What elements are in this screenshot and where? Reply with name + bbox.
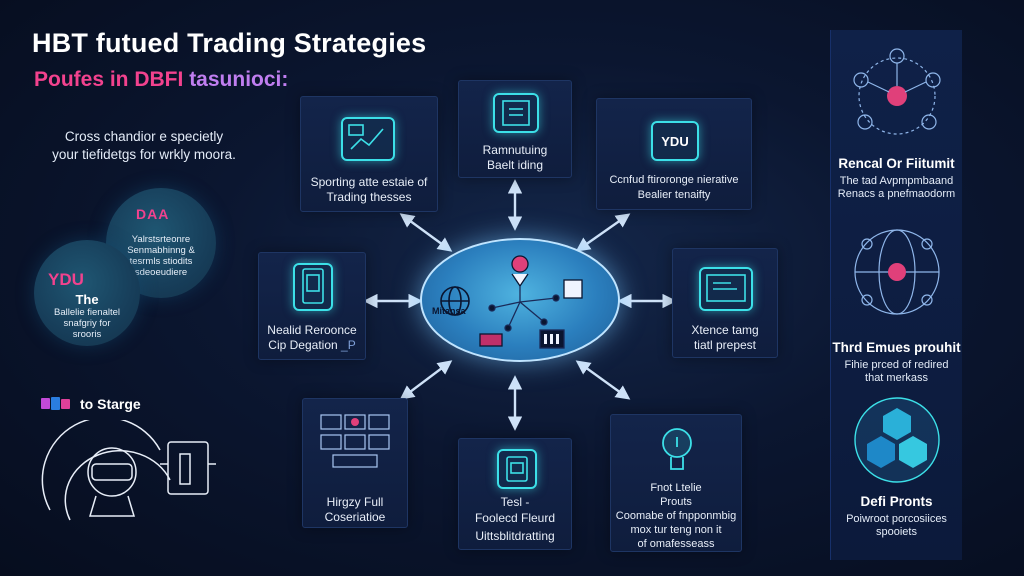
page-subtitle: Poufes in DBFI tasunioci: xyxy=(34,68,288,92)
card-mid-right-line-2: tiatl prepest xyxy=(693,338,757,352)
card-bottom-right-line-4: mox tur teng non it xyxy=(630,524,722,536)
right-section-1-title: Rencal Or Fiitumit xyxy=(838,156,955,171)
card-top-left: Sporting atte estaie of Trading thesses xyxy=(300,96,438,212)
bubble-top-text-2: Senmabhinng & xyxy=(127,245,195,256)
card-mid-left-line-2: Cip Degation _P xyxy=(263,338,361,353)
card-bottom-center-line-1: Tesl - xyxy=(500,495,530,509)
card-top-right: YDU Ccnfud ftiroronge nierative Bealier … xyxy=(596,98,752,210)
book-icon xyxy=(493,93,539,133)
right-section-3-title: Defi Pronts xyxy=(860,494,933,509)
hub-network-icon xyxy=(472,250,592,355)
card-top-right-line-2: Bealier tenaifty xyxy=(637,189,711,201)
right-section-2-title: Thrd Emues prouhit xyxy=(832,340,961,355)
gamer-chair-icon xyxy=(40,416,230,530)
network-ring-icon xyxy=(837,40,957,152)
storage-label: to Starge xyxy=(80,396,141,412)
subtitle-part-b: tasunioci: xyxy=(189,68,289,91)
intro-text: Cross chandior e specietly your tiefidet… xyxy=(34,128,254,164)
card-bottom-right-line-2: Prouts xyxy=(660,496,692,508)
right-section-3-line-1: Poiwroot porcosiices xyxy=(846,513,947,525)
card-mid-left-line-2-text: Cip Degation xyxy=(268,338,338,352)
card-bottom-center-line-2: Foolecd Fleurd xyxy=(474,511,556,525)
card-bottom-left: Hirgzy Full Coseriatioe xyxy=(302,398,408,528)
right-section-3-line-2: spooiets xyxy=(876,526,917,538)
bubble-top: DAA Yalrstsrteonre Senmabhinng & tesrmls… xyxy=(106,188,216,298)
right-section-1-line-1: The tad Avpmpmbaand xyxy=(839,175,954,187)
bubble-bottom-text-2: snafgriy for xyxy=(63,318,111,329)
bubble-top-badge: DAA xyxy=(136,206,170,222)
bubble-bottom-badge: YDU xyxy=(48,270,84,289)
bubble-top-text-3: tesrmls stiodits xyxy=(129,256,193,267)
bubble-top-text-4: sdeoeudiere xyxy=(134,267,188,278)
card-top-right-line-1: Ccnfud ftiroronge nierative xyxy=(609,174,739,186)
card-bottom-center-line-3: Uittsblitdratting xyxy=(475,529,555,543)
card-top-center: Ramnutuing Baelt iding xyxy=(458,80,572,178)
card-bottom-left-line-1: Hirgzy Full xyxy=(326,495,384,509)
card-bottom-right-line-3: Coomabe of fnpponmbig xyxy=(615,510,737,522)
card-bottom-right-line-1: Fnot Ltelie xyxy=(650,482,702,494)
hub-globe-icon xyxy=(438,284,472,318)
right-section-2-line-1: Fihie prced of redired xyxy=(844,359,949,371)
hub-label: Mitansa xyxy=(432,306,466,316)
right-panel: Rencal Or Fiitumit The tad Avpmpmbaand R… xyxy=(830,30,962,560)
tablet-icon xyxy=(497,449,537,489)
bubble-bottom-title: The xyxy=(75,292,99,307)
page-title: HBT futued Trading Strategies xyxy=(32,28,427,58)
card-bottom-center: Tesl - Foolecd Fleurd Uittsblitdratting xyxy=(458,438,572,550)
card-mid-right-line-1: Xtence tamg xyxy=(691,323,759,337)
chart-icon xyxy=(341,117,395,161)
intro-line-2: your tiefidetgs for wrkly moora. xyxy=(52,147,236,162)
globe-network-icon xyxy=(837,214,957,330)
card-top-left-line-1: Sporting atte estaie of xyxy=(310,175,428,189)
central-hub: Mitansa xyxy=(420,238,620,362)
card-top-center-line-1: Ramnutuing xyxy=(482,143,548,157)
card-mid-right: Xtence tamg tiatl prepest xyxy=(672,248,778,358)
subtitle-part-a: Poufes in DBFI xyxy=(34,68,184,91)
bubble-bottom: YDU The Ballelie fienaltel snafgriy for … xyxy=(34,240,140,346)
card-mid-left-suffix: _P xyxy=(341,338,356,352)
bubble-bottom-text-1: Ballelie fienaltel xyxy=(53,307,120,318)
bubble-bottom-text-3: srooris xyxy=(72,329,102,340)
card-bottom-right: Fnot Ltelie Prouts Coomabe of fnpponmbig… xyxy=(610,414,742,552)
card-mid-left: Nealid Reroonce Cip Degation _P xyxy=(258,252,366,360)
card-top-center-line-2: Baelt iding xyxy=(486,158,544,172)
right-section-2-line-2: that merkass xyxy=(865,372,928,384)
card-mid-left-line-1: Nealid Reroonce xyxy=(267,323,357,337)
monitor-icon xyxy=(699,267,753,311)
bubble-top-text-1: Yalrstsrteonre xyxy=(131,234,191,245)
dashboard-icon xyxy=(317,411,395,471)
card-bottom-left-line-2: Coseriatioe xyxy=(324,510,386,524)
bulb-icon xyxy=(657,423,697,477)
card-top-right-badge: YDU xyxy=(661,133,689,149)
cube-icon xyxy=(40,396,74,412)
card-bottom-right-line-5: of omafesseass xyxy=(637,538,715,550)
card-top-left-line-2: Trading thesses xyxy=(326,190,412,204)
badge-icon: YDU xyxy=(651,121,699,161)
right-section-1-line-2: Renacs a pnefmaodorm xyxy=(837,188,956,200)
hexagon-cluster-icon xyxy=(851,394,943,486)
intro-line-1: Cross chandior e specietly xyxy=(64,129,224,144)
phone-icon xyxy=(293,263,333,311)
